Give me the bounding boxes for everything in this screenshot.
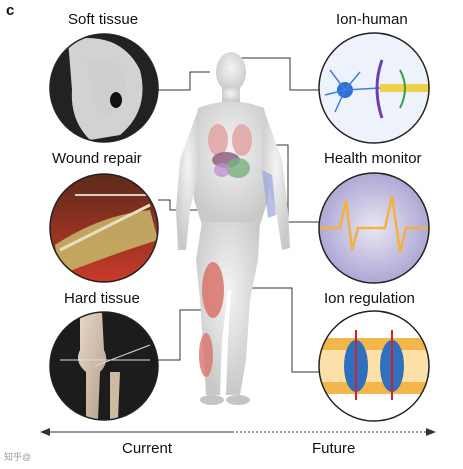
ion-regulation-image [318, 310, 430, 422]
label-wound-repair: Wound repair [52, 150, 142, 167]
timeline-current-label: Current [122, 440, 173, 457]
watermark: 知乎@ [4, 452, 32, 462]
human-figure [176, 52, 290, 405]
soft-tissue-image [49, 33, 159, 143]
label-health-monitor: Health monitor [324, 150, 422, 167]
hard-tissue-image [49, 311, 159, 421]
connector-lines [158, 57, 320, 373]
timeline-arrow [40, 428, 436, 436]
timeline-future-label: Future [312, 440, 356, 457]
label-hard-tissue: Hard tissue [64, 290, 140, 307]
label-ion-regulation: Ion regulation [324, 290, 415, 307]
label-soft-tissue: Soft tissue [68, 11, 139, 28]
label-ion-human: Ion-human [336, 11, 408, 28]
ion-human-image [318, 32, 430, 144]
wound-repair-image [49, 173, 159, 283]
panel-letter: c [6, 2, 15, 19]
health-monitor-image [318, 172, 430, 284]
